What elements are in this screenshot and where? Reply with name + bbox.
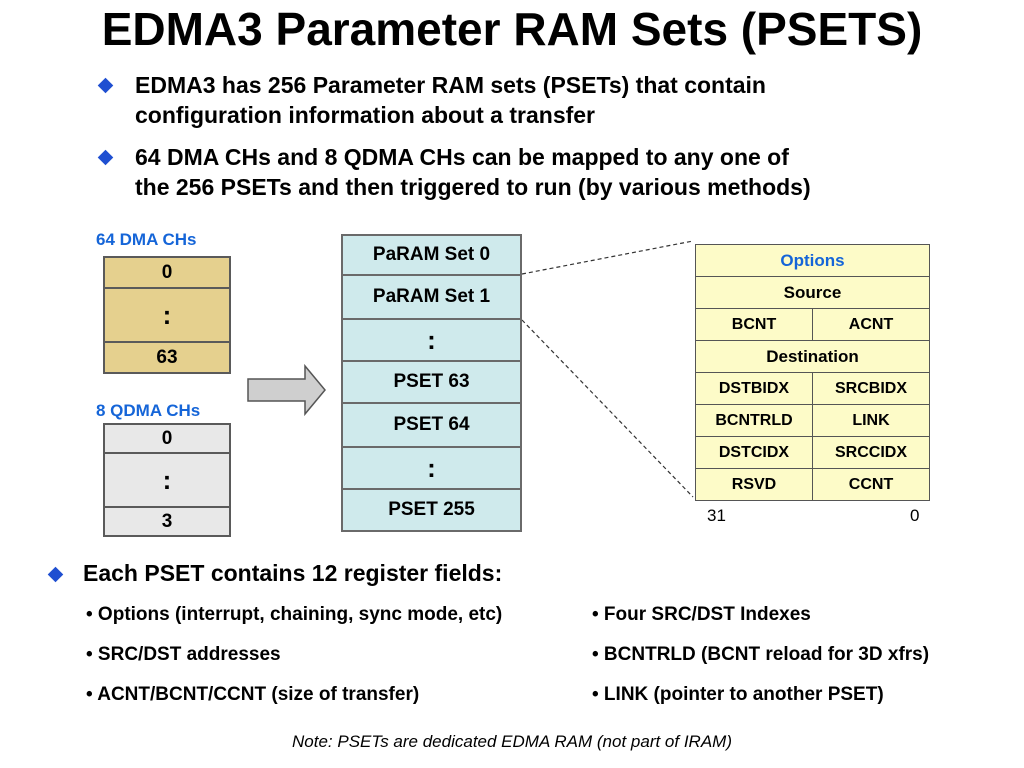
field-destination: Destination [695, 340, 930, 373]
field-acnt: ACNT [812, 308, 930, 341]
field-srcbidx: SRCBIDX [812, 372, 930, 405]
bit-31-label: 31 [707, 506, 726, 525]
dma-cell-ellipsis: : [103, 287, 231, 343]
field-link: LINK [812, 404, 930, 437]
field-item: • Four SRC/DST Indexes [592, 604, 811, 625]
field-options: Options [695, 244, 930, 277]
pset-row: PSET 63 [341, 360, 522, 404]
field-item: • Options (interrupt, chaining, sync mod… [86, 604, 503, 625]
pset-row: PSET 64 [341, 402, 522, 448]
field-source: Source [695, 276, 930, 309]
field-ccnt: CCNT [812, 468, 930, 501]
field-dstcidx: DSTCIDX [695, 436, 813, 469]
bullet-2-line-1: 64 DMA CHs and 8 QDMA CHs can be mapped … [135, 144, 789, 170]
bullet-2-line-2: the 256 PSETs and then triggered to run … [135, 174, 811, 200]
field-bcntrld: BCNTRLD [695, 404, 813, 437]
mapping-arrow-icon [247, 363, 326, 417]
bullet-1: EDMA3 has 256 Parameter RAM sets (PSETs)… [135, 70, 995, 130]
bullet-1-line-1: EDMA3 has 256 Parameter RAM sets (PSETs)… [135, 72, 766, 98]
qdma-cell-ellipsis: : [103, 452, 231, 508]
zoom-line-bottom [521, 319, 694, 498]
qdma-channels-label: 8 QDMA CHs [96, 401, 201, 420]
pset-row: PaRAM Set 0 [341, 234, 522, 276]
pset-row: PaRAM Set 1 [341, 274, 522, 320]
bullet-2: 64 DMA CHs and 8 QDMA CHs can be mapped … [135, 142, 1015, 202]
field-item: • LINK (pointer to another PSET) [592, 684, 884, 705]
field-dstbidx: DSTBIDX [695, 372, 813, 405]
footer-note: Note: PSETs are dedicated EDMA RAM (not … [292, 732, 732, 751]
field-item: • BCNTRLD (BCNT reload for 3D xfrs) [592, 644, 930, 665]
field-bcnt: BCNT [695, 308, 813, 341]
fields-heading: Each PSET contains 12 register fields: [83, 560, 503, 586]
pset-row-ellipsis: : [341, 318, 522, 362]
qdma-cell-last: 3 [103, 506, 231, 537]
pset-row-ellipsis: : [341, 446, 522, 490]
page-title: EDMA3 Parameter RAM Sets (PSETS) [101, 3, 923, 55]
bit-0-label: 0 [910, 506, 920, 525]
pset-row: PSET 255 [341, 488, 522, 532]
zoom-line-top [521, 240, 694, 275]
dma-cell-last: 63 [103, 341, 231, 374]
field-srccidx: SRCCIDX [812, 436, 930, 469]
dma-channels-label: 64 DMA CHs [96, 230, 197, 249]
field-rsvd: RSVD [695, 468, 813, 501]
bullet-1-line-2: configuration information about a transf… [135, 102, 596, 128]
field-item: • ACNT/BCNT/CCNT (size of transfer) [86, 684, 420, 705]
field-item: • SRC/DST addresses [86, 644, 281, 665]
